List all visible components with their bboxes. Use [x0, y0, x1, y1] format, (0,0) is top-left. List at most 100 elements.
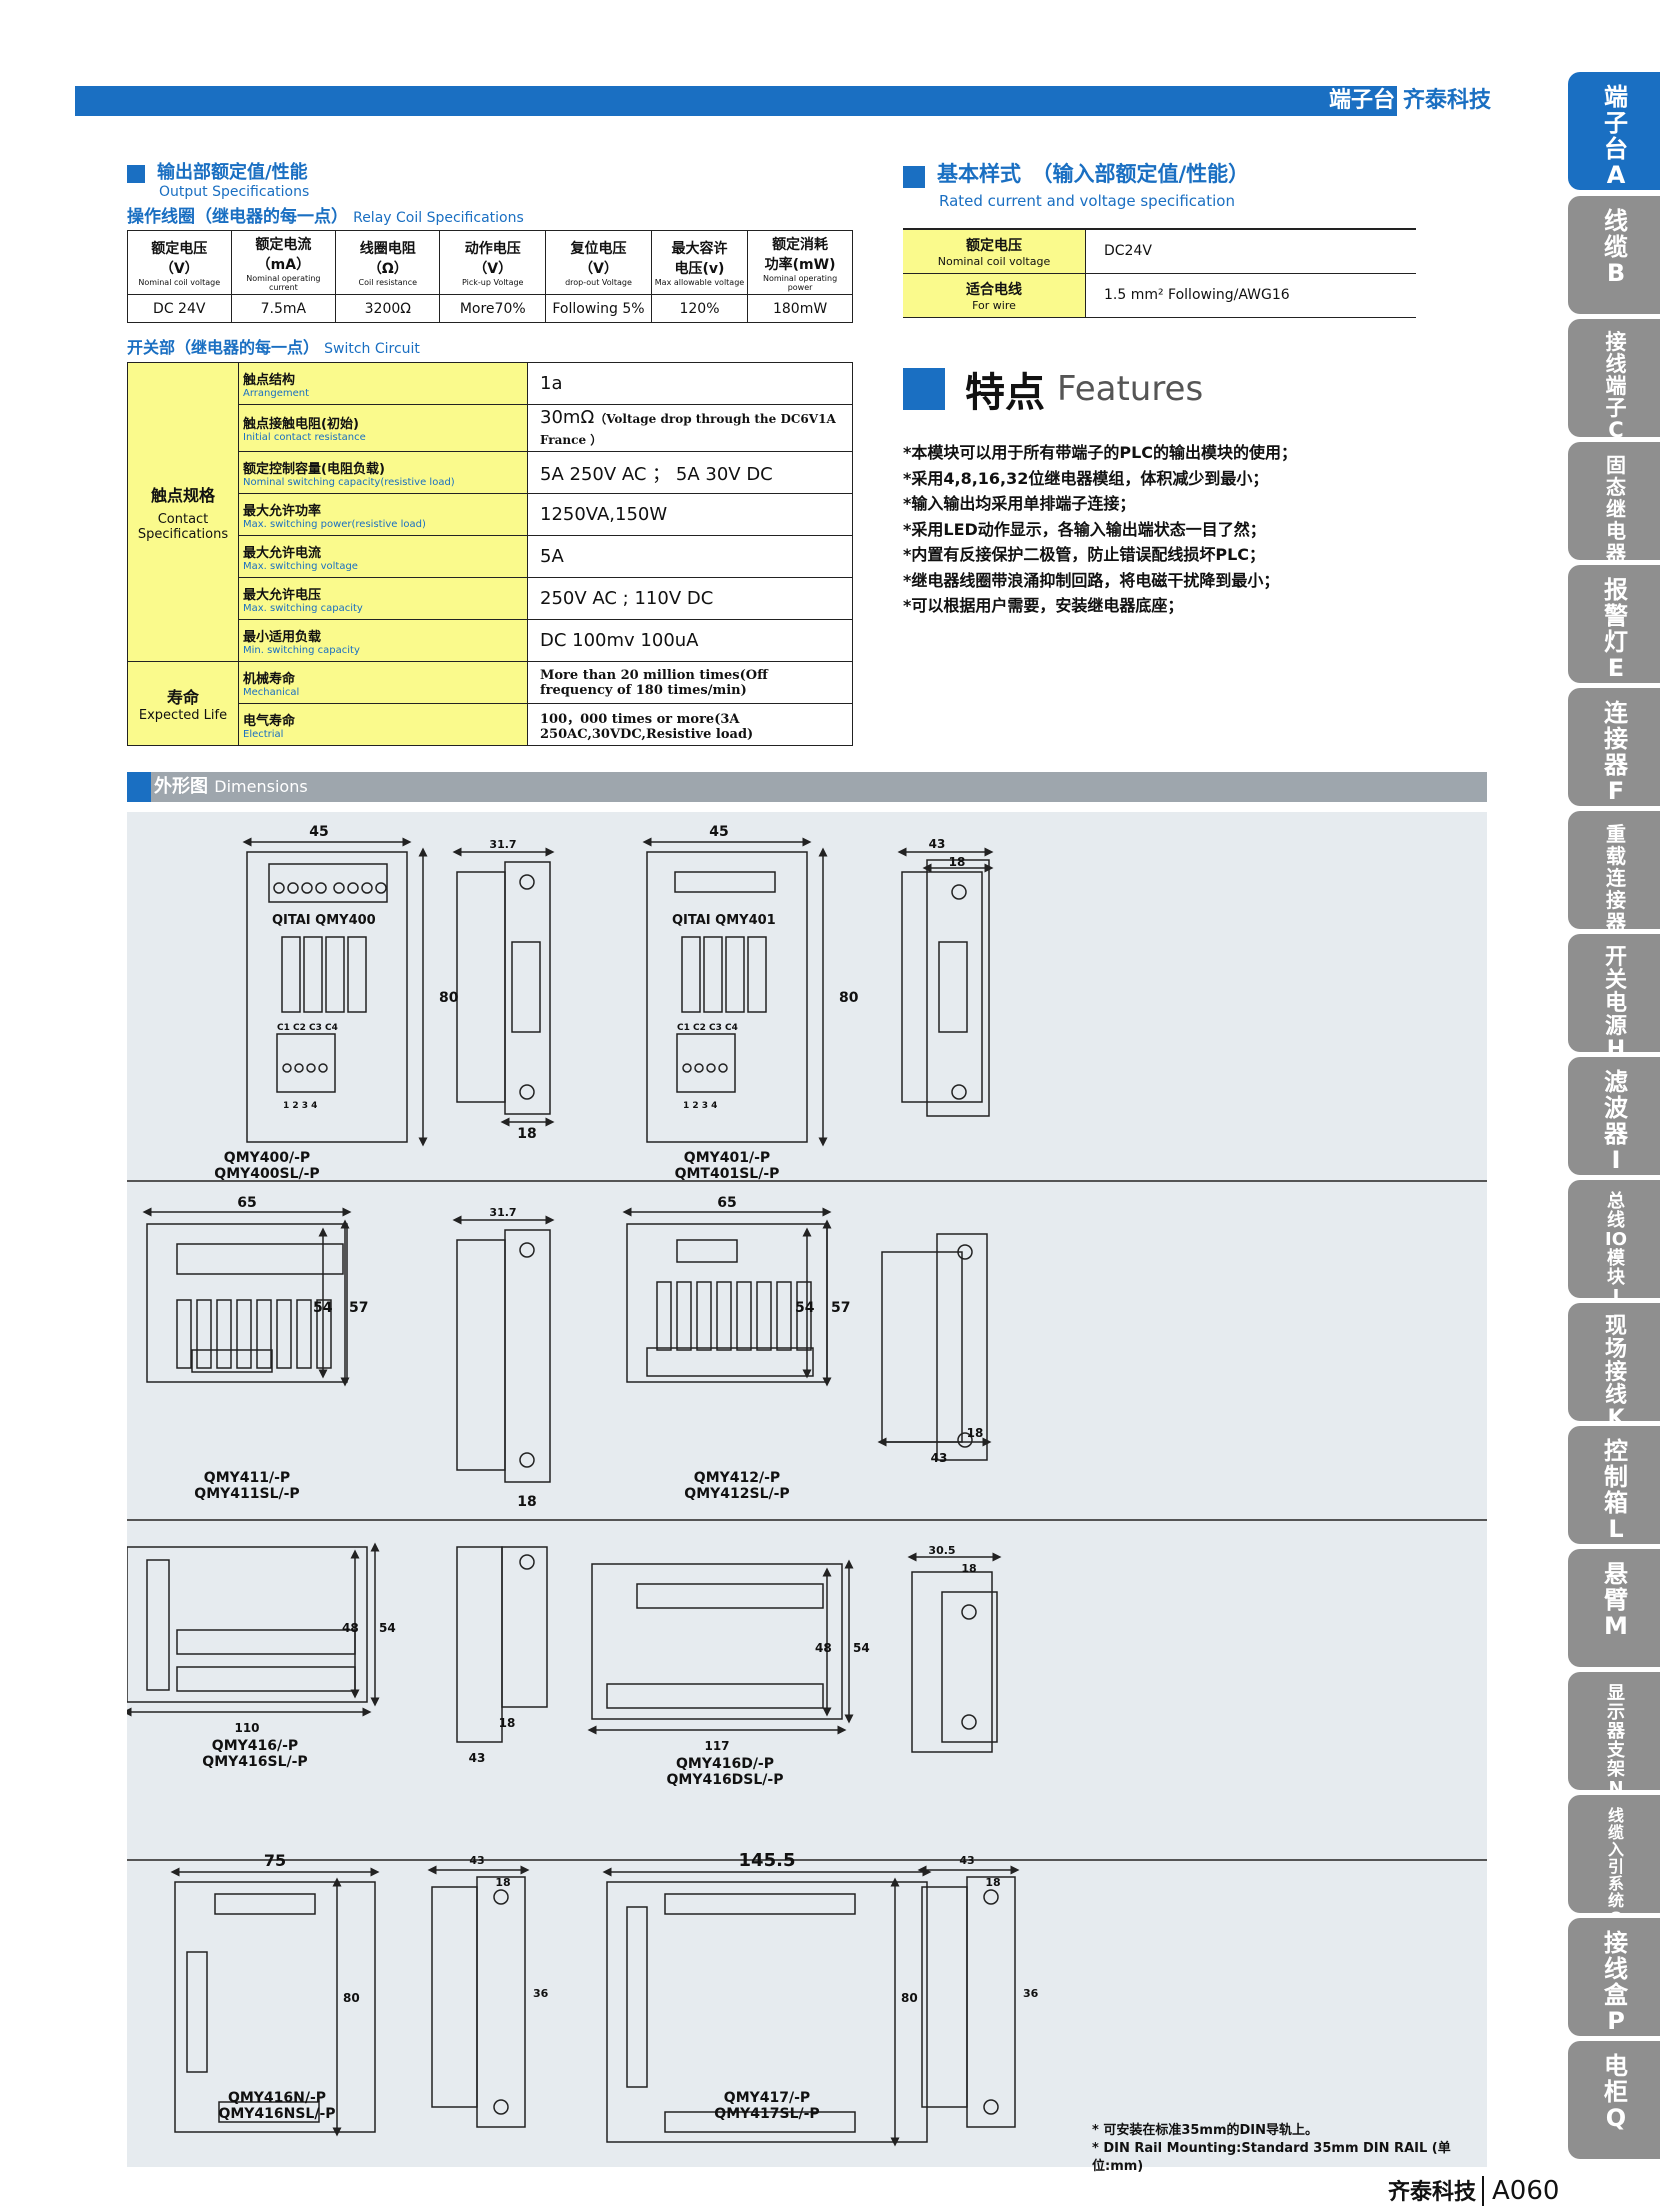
dim-label: 31.7 — [489, 838, 516, 851]
terminal-block — [268, 863, 388, 903]
page-number: A060 — [1482, 2176, 1560, 2206]
connector-block — [676, 1033, 736, 1093]
basic-title: 基本样式 （输入部额定值/性能） — [937, 162, 1250, 186]
dimension-drawings: 45 80 QITAI QMY400 C1 C2 C3 C4 1 2 3 4 3… — [127, 824, 1039, 2147]
contact-value: 250V AC ; 110V DC — [527, 577, 853, 620]
dim-label: 43 — [959, 1854, 974, 1867]
header-bar: 端子台 齐泰科技 — [75, 84, 1497, 118]
terminal-block — [176, 1629, 356, 1655]
dim-label: 54 — [853, 1641, 870, 1655]
dim-label: 18 — [517, 1126, 536, 1142]
dim-label: 54 — [795, 1300, 815, 1316]
dim-label: 80 — [901, 1991, 918, 2005]
coil-value: More70% — [439, 294, 547, 323]
coil-value: 180mW — [747, 294, 853, 323]
brand-name: 齐泰科技 — [1397, 84, 1497, 118]
contact-value: 1250VA,150W — [527, 493, 853, 536]
tab-heavy-connector[interactable]: 重载连接器G — [1568, 811, 1660, 955]
coil-header: 额定电压（V）Nominal coil voltage — [127, 230, 232, 295]
module-outline — [606, 1881, 928, 2143]
module-outline — [646, 851, 808, 1143]
contact-value: 30mΩ（Voltage drop through the DC6V1A Fra… — [527, 404, 853, 452]
side-outline — [456, 1239, 506, 1471]
module-outline — [246, 851, 408, 1143]
side-outline — [431, 1886, 478, 2108]
features-title-en: Features — [1057, 369, 1204, 409]
terminal-block — [636, 1583, 824, 1609]
dim-label: 48 — [815, 1641, 832, 1655]
dim-label: 65 — [237, 1195, 256, 1211]
contact-value: DC 100mv 100uA — [527, 619, 853, 662]
dim-label: 18 — [985, 1876, 1000, 1889]
dim-label: 31.7 — [489, 1206, 516, 1219]
square-icon — [127, 164, 145, 183]
feature-item: *采用LED动作显示，各输入输出端状态一目了然； — [903, 519, 1266, 539]
contact-labels: C1 C2 C3 C4 — [277, 1023, 338, 1033]
divider — [127, 1180, 1487, 1182]
dimensions-title: 外形图 Dimensions — [154, 776, 308, 797]
feature-item: *采用4,8,16,32位继电器模组，体积减少到最小； — [903, 468, 1269, 488]
features-title: 特点 — [965, 370, 1045, 416]
dim-label: 43 — [929, 837, 946, 851]
output-section: 输出部额定值/性能 Output Specifications 操作线圈（继电器… — [127, 158, 524, 227]
side-outline — [921, 1886, 968, 2108]
contact-value: 5A 250V AC ； 5A 30V DC — [527, 451, 853, 494]
dimensions-panel: 45 80 QITAI QMY400 C1 C2 C3 C4 1 2 3 4 3… — [127, 812, 1487, 2174]
tab-cable-entry[interactable]: 线缆入引系统O — [1568, 1795, 1660, 1926]
coil-title: 操作线圈（继电器的每一点） — [127, 207, 348, 227]
dim-label: 45 — [309, 824, 328, 840]
dim-label: 30.5 — [928, 1544, 955, 1557]
dim-label: 75 — [264, 1851, 286, 1870]
coil-value: DC 24V — [127, 294, 232, 323]
output-title-en: Output Specifications — [159, 184, 310, 200]
section-tag: 端子台 — [1328, 88, 1395, 113]
dim-label: 45 — [709, 824, 728, 840]
footer-brand: 齐泰科技 — [1388, 2180, 1477, 2205]
dim-label: 43 — [931, 1451, 948, 1465]
ribbon-connector — [674, 871, 776, 893]
feature-item: *继电器线圈带浪涌抑制回路，将电磁干扰降到最小； — [903, 570, 1280, 590]
ribbon-connector — [191, 1349, 273, 1373]
dimensions-marker — [127, 772, 151, 802]
module-outline — [127, 1546, 368, 1703]
tab-ssr[interactable]: 固态继电器D — [1568, 442, 1660, 586]
dim-label: 18 — [961, 1562, 976, 1575]
dim-label: 54 — [379, 1621, 396, 1635]
dim-label: 43 — [469, 1854, 484, 1867]
model-brand: QITAI QMY400 — [272, 913, 376, 928]
basic-section: 基本样式 （输入部额定值/性能） Rated current and volta… — [903, 158, 1249, 210]
side-outline — [881, 1251, 963, 1443]
feature-item: *内置有反接保护二极管，防止错误配线损坏PLC； — [903, 545, 1266, 564]
dim-label: 18 — [517, 1494, 536, 1510]
dim-label: 80 — [439, 990, 459, 1006]
coil-header: 最大容许电压(v)Max allowable voltage — [650, 230, 749, 295]
features-section: 特点 Features *本模块可以用于所有带端子的PLC的输出模块的使用； *… — [903, 360, 1297, 619]
